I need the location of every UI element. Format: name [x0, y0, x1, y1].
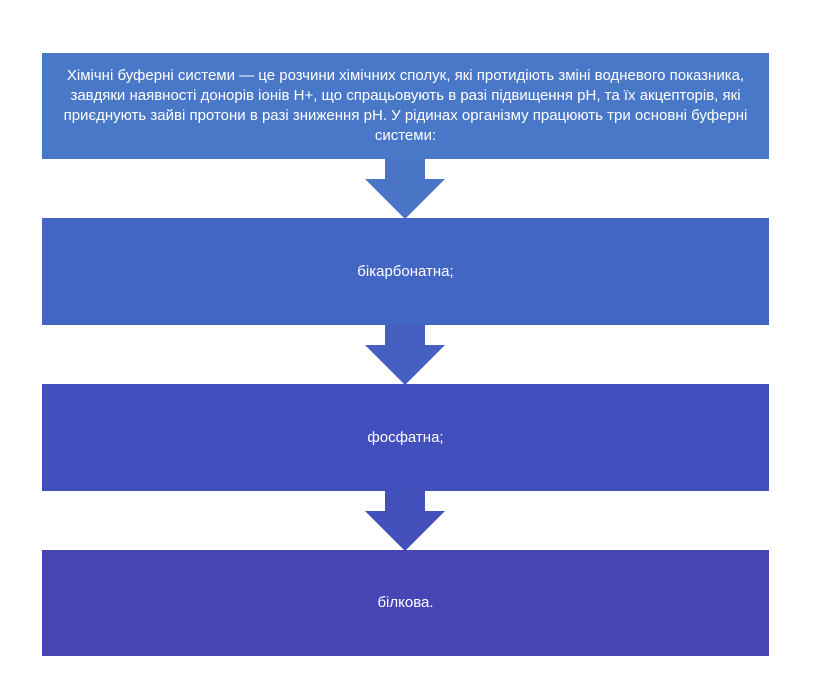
flow-box-phosphate: фосфатна; [42, 384, 769, 491]
arrow-shape [365, 491, 445, 551]
down-arrow-icon [365, 325, 445, 385]
arrow-shape [365, 159, 445, 219]
flow-box-protein: білкова. [42, 550, 769, 656]
down-arrow-icon [365, 159, 445, 219]
flow-box-definition: Хімічні буферні системи — це розчини хім… [42, 53, 769, 159]
arrow-shape [365, 325, 445, 385]
definition-text: Хімічні буферні системи — це розчини хім… [63, 67, 748, 144]
protein-label: білкова. [377, 594, 434, 611]
phosphate-label: фосфатна; [367, 428, 444, 446]
down-arrow-icon [365, 491, 445, 551]
flow-box-bicarbonate: бікарбонатна; [42, 218, 769, 325]
bicarbonate-label: бікарбонатна; [357, 262, 454, 280]
